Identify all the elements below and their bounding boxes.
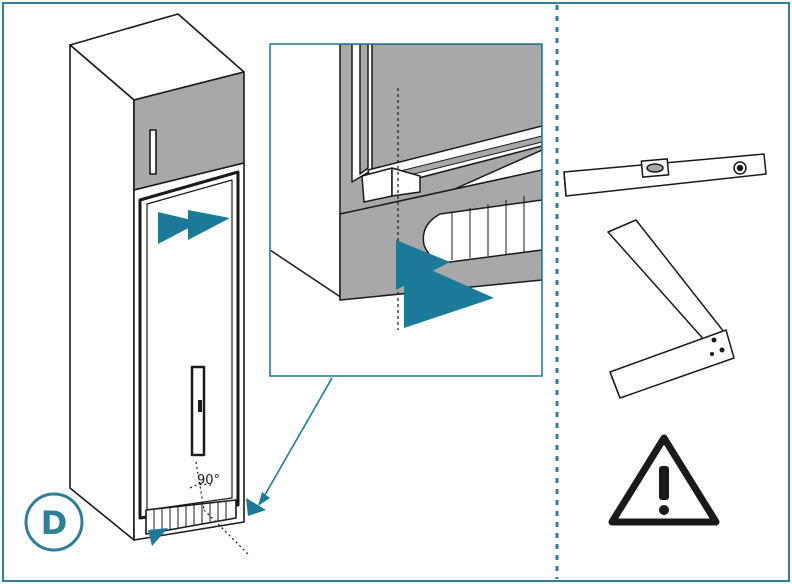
spirit-level-icon [563,153,767,197]
step-badge [24,492,84,552]
zoom-leader [261,377,333,501]
try-square-icon [607,219,735,399]
warning-icon [608,434,720,526]
angle-label: 90° [197,473,220,488]
base-arrows [148,498,266,546]
angle-guide [189,461,251,557]
push-arrows-upper [158,210,230,244]
push-arrow-large [396,240,494,328]
tall-cabinet [69,13,245,541]
step-letter: D [41,504,68,542]
leader-arrowhead [258,492,270,506]
